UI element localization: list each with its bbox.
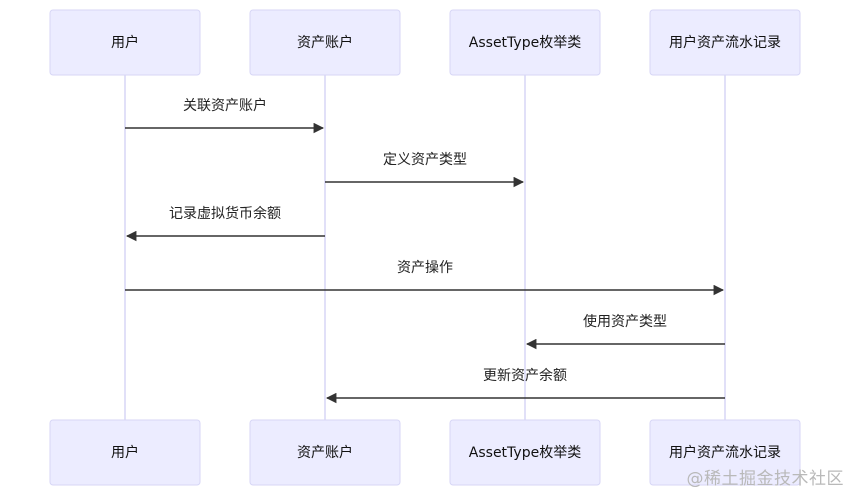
actor-top-user-label: 用户 — [111, 34, 139, 51]
message-6: 更新资产余额 — [325, 367, 725, 404]
watermark: @稀土掘金技术社区 — [686, 469, 844, 489]
actors-bottom: 用户 资产账户 AssetType枚举类 用户资产流水记录 — [49, 419, 801, 486]
actor-top-record: 用户资产流水记录 — [649, 9, 801, 76]
message-2: 定义资产类型 — [325, 152, 525, 188]
actor-top-assettype-label: AssetType枚举类 — [469, 35, 581, 51]
actor-top-assettype: AssetType枚举类 — [449, 9, 601, 76]
actors-top: 用户 资产账户 AssetType枚举类 用户资产流水记录 — [49, 9, 801, 76]
actor-top-account: 资产账户 — [249, 9, 401, 76]
actor-top-user: 用户 — [49, 9, 201, 76]
actor-bottom-assettype-label: AssetType枚举类 — [469, 445, 581, 461]
message-6-label: 更新资产余额 — [483, 367, 567, 384]
messages: 关联资产账户 定义资产类型 记录虚拟货币余额 资产操作 使用资产类型 更新资产余… — [125, 97, 725, 404]
message-4-label: 资产操作 — [397, 260, 453, 276]
message-4: 资产操作 — [125, 260, 725, 296]
message-1-label: 关联资产账户 — [183, 97, 267, 114]
message-5-label: 使用资产类型 — [583, 313, 667, 330]
actor-bottom-record: 用户资产流水记录 — [649, 419, 801, 486]
message-3: 记录虚拟货币余额 — [125, 205, 325, 242]
actor-bottom-user: 用户 — [49, 419, 201, 486]
message-2-label: 定义资产类型 — [383, 152, 467, 168]
actor-bottom-account: 资产账户 — [249, 419, 401, 486]
actor-top-record-label: 用户资产流水记录 — [669, 34, 781, 51]
message-3-label: 记录虚拟货币余额 — [169, 205, 281, 222]
lifelines — [124, 75, 726, 420]
actor-top-account-label: 资产账户 — [297, 34, 353, 51]
actor-bottom-account-label: 资产账户 — [297, 444, 353, 461]
message-1: 关联资产账户 — [125, 97, 325, 134]
actor-bottom-assettype: AssetType枚举类 — [449, 419, 601, 486]
message-5: 使用资产类型 — [525, 313, 725, 350]
actor-bottom-record-label: 用户资产流水记录 — [669, 444, 781, 461]
actor-bottom-user-label: 用户 — [111, 444, 139, 461]
